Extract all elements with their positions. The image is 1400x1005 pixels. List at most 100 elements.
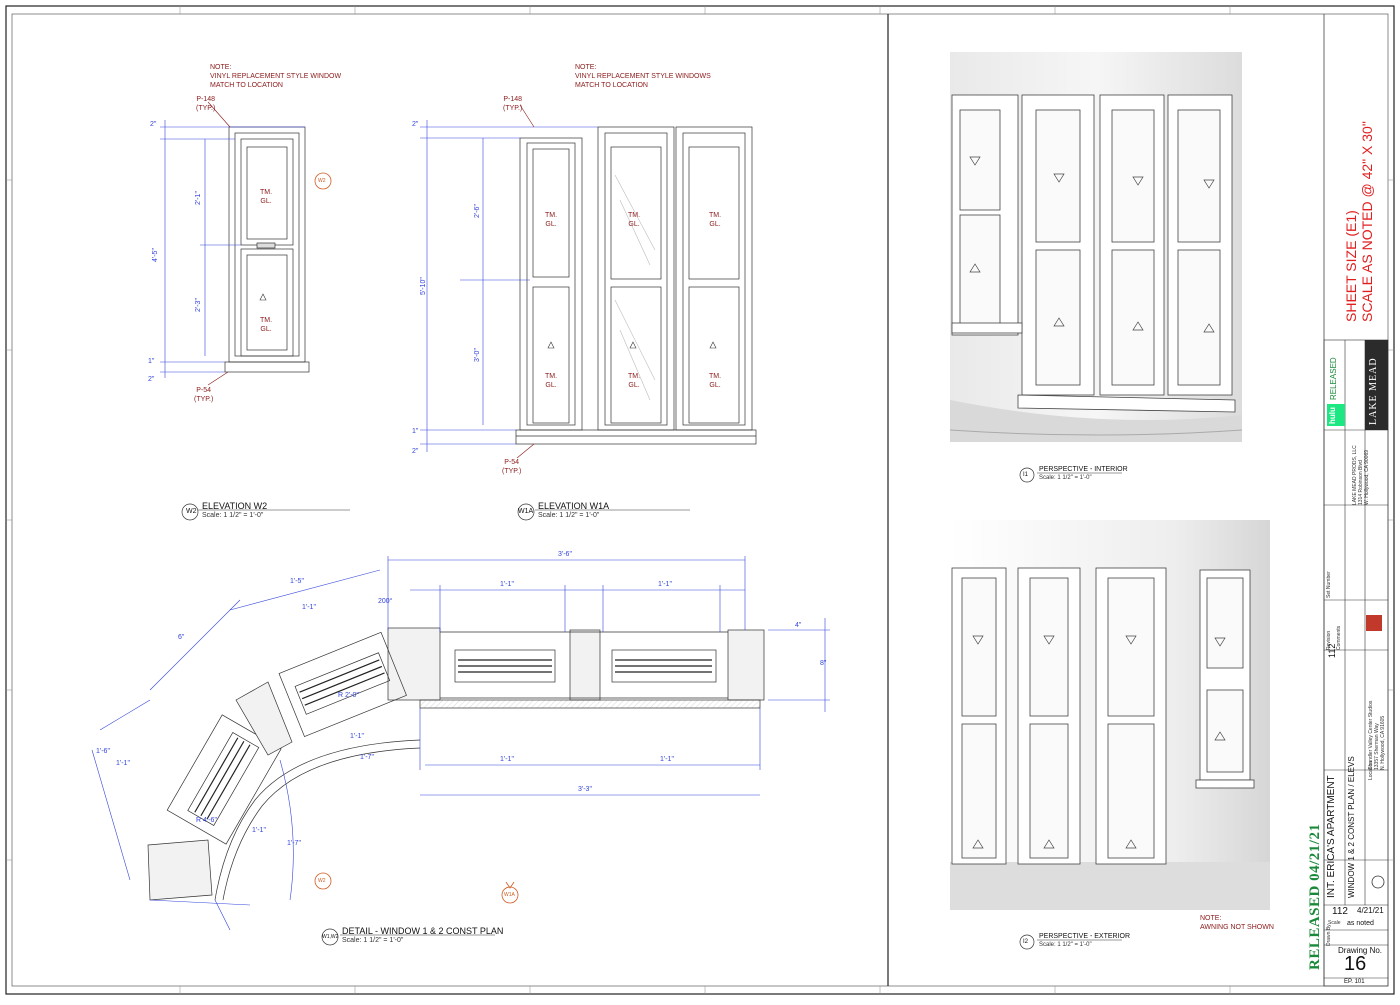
set-title: INT. ERICA'S APARTMENT — [1326, 775, 1337, 898]
glass-label-line: GL. — [628, 382, 640, 389]
elevation-w2 — [224, 126, 310, 373]
drawing-number: 16 — [1344, 953, 1367, 975]
perspective-interior — [949, 52, 1243, 442]
dim-plan-radius: R 4'-6" — [196, 817, 217, 824]
dim-plan-seg: 1'-1" — [116, 760, 130, 767]
view-title-interior: PERSPECTIVE - INTERIOR — [1039, 466, 1128, 473]
dim-w2-overall: 4'-5" — [152, 248, 159, 262]
plan-dimensions — [91, 556, 830, 931]
callout-p54-w1a: P-54 (TYP.) — [502, 458, 521, 476]
glass-label-line: GL. — [260, 198, 272, 205]
dim-plan-radius: R 2'-0" — [338, 692, 359, 699]
callout-code: P-54 — [196, 387, 212, 394]
glass-label-line: GL. — [709, 221, 721, 228]
callout-code: P-148 — [503, 96, 522, 103]
dim-plan-seg: 1'-1" — [350, 733, 364, 740]
glass-label-line: TM. — [628, 373, 641, 380]
released-stamp: RELEASED 04/21/21 — [1307, 823, 1323, 970]
dim-w1a-top: 2" — [412, 121, 419, 128]
note-awning-line: AWNING NOT SHOWN — [1200, 924, 1274, 931]
callout-code: P-54 — [504, 459, 520, 466]
dim-plan-seg: 1'-1" — [252, 827, 266, 834]
note-awning-line: NOTE: — [1200, 915, 1222, 922]
glass-label: TM. GL. — [260, 316, 272, 334]
dim-w1a-overall: 5'-10" — [420, 277, 427, 295]
sheet-border — [5, 5, 1395, 995]
note-w1a-line: MATCH TO LOCATION — [575, 82, 648, 89]
view-title-exterior: PERSPECTIVE - EXTERIOR — [1039, 933, 1131, 940]
glass-label: TM. GL. — [545, 372, 557, 390]
note-awning: NOTE: AWNING NOT SHOWN — [1200, 914, 1274, 932]
callout-p148-w2: P-148 (TYP.) — [196, 95, 215, 113]
view-tag-detail: W1,W2 — [322, 934, 339, 940]
set-number-label: Set Number — [1326, 571, 1332, 598]
dim-w2-top: 2" — [150, 121, 157, 128]
view-tag-w2: W2 — [186, 508, 197, 515]
glass-label-line: TM. — [628, 212, 641, 219]
dim-plan-seg: 1'-1" — [660, 756, 674, 763]
issue-date: 4/21/21 — [1357, 906, 1384, 915]
glass-label-line: TM. — [545, 212, 558, 219]
glass-label-line: GL. — [545, 221, 557, 228]
glass-label-line: TM. — [709, 212, 722, 219]
glass-label: TM.GL. — [709, 372, 721, 390]
dim-plan-angle: 200° — [378, 598, 393, 605]
dim-plan-seg: 1'-7" — [360, 754, 374, 761]
dim-w1a-sill1: 1" — [412, 428, 419, 435]
drawn-label: Drawn By — [1326, 924, 1332, 946]
note-w1a-line: NOTE: — [575, 64, 597, 71]
dim-plan-seg: 1'-1" — [658, 581, 672, 588]
perspective-exterior — [950, 520, 1270, 910]
view-tag-interior: I1 — [1023, 472, 1029, 478]
view-scale-w2: Scale: 1 1/2" = 1'-0" — [202, 512, 264, 519]
section-tag-w1a[interactable]: W1A — [504, 892, 515, 898]
revision-label: Revision — [1326, 630, 1332, 650]
location-label: Location — [1368, 761, 1374, 780]
dim-w1a-h2: 3'-0" — [474, 348, 481, 362]
glass-label-line: TM. — [545, 373, 558, 380]
view-scale-exterior: Scale: 1 1/2" = 1'-0" — [1039, 942, 1092, 948]
dim-plan-seg: 1'-1" — [500, 581, 514, 588]
note-w1a: NOTE: VINYL REPLACEMENT STYLE WINDOWS MA… — [575, 63, 711, 90]
sheet-size-note: SHEET SIZE (E1) SCALE AS NOTED @ 42" X 3… — [1343, 121, 1375, 322]
section-tag-w2-top[interactable]: W2 — [318, 178, 326, 184]
sheet-code: EP. 101 — [1344, 979, 1365, 985]
dim-plan-small: 8" — [820, 660, 827, 667]
elevation-w1a — [515, 126, 757, 445]
section-markers — [314, 172, 519, 904]
sheet-title: WINDOW 1 & 2 CONST PLAN / ELEVS — [1347, 756, 1356, 898]
note-w2: NOTE: VINYL REPLACEMENT STYLE WINDOW MAT… — [210, 63, 341, 90]
view-scale-detail: Scale: 1 1/2" = 1'-0" — [342, 937, 404, 944]
callout-typ: (TYP.) — [196, 105, 216, 112]
scale-value: as noted — [1347, 920, 1374, 927]
glass-label-line: GL. — [709, 382, 721, 389]
dim-plan-small: 4" — [795, 622, 802, 629]
glass-label-line: TM. — [260, 189, 273, 196]
section-tag-w2[interactable]: W2 — [318, 878, 326, 884]
callout-typ: (TYP.) — [502, 468, 522, 475]
project-banner — [1365, 340, 1388, 430]
view-tag-exterior: I2 — [1023, 939, 1029, 945]
company-line: W. Hollywood, CA 90069 — [1364, 449, 1370, 505]
callout-typ: (TYP.) — [503, 105, 523, 112]
view-title-w2: ELEVATION W2 — [202, 501, 268, 511]
title-block-frame — [1323, 339, 1389, 987]
hulu-logo — [1327, 404, 1345, 426]
sheet-scale-line: SCALE AS NOTED @ 42" X 30" — [1359, 121, 1375, 322]
dim-plan-overall-top: 3'-6" — [558, 551, 572, 558]
glass-label-line: GL. — [260, 326, 272, 333]
glass-label-line: TM. — [260, 317, 273, 324]
glass-label: TM. GL. — [545, 211, 557, 229]
network-name: hulu — [1328, 407, 1337, 424]
note-w2-line: NOTE: — [210, 64, 232, 71]
glass-label: TM. GL. — [709, 211, 721, 229]
glass-label-line: GL. — [628, 221, 640, 228]
glass-label-line: GL. — [545, 382, 557, 389]
location-info: Chandler Valley Center Studios 13357 She… — [1368, 701, 1386, 770]
view-scale-interior: Scale: 1 1/2" = 1'-0" — [1039, 475, 1092, 481]
glass-label: TM. GL. — [628, 372, 640, 390]
dim-w2-h2: 2'-3" — [195, 298, 202, 312]
w2-dimensions — [160, 120, 305, 378]
dim-w1a-sill2: 2" — [412, 448, 419, 455]
